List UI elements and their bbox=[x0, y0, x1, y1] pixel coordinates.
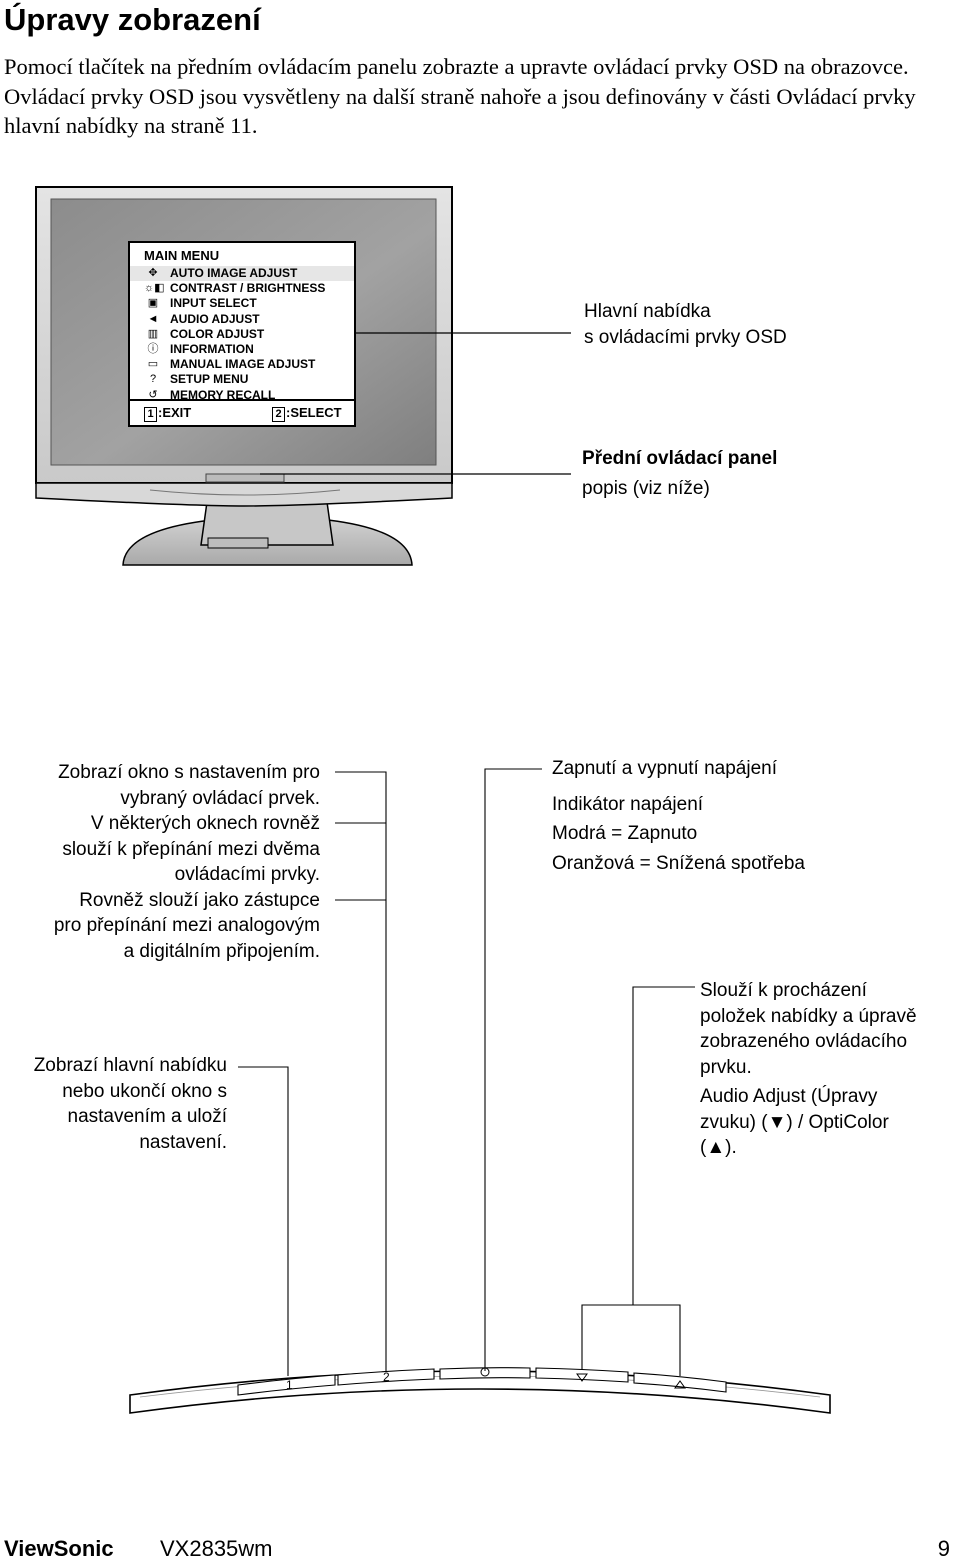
osd-item-manual-image-adjust[interactable]: ▭ MANUAL IMAGE ADJUST bbox=[130, 357, 354, 372]
osd-select-hint: 2:SELECT bbox=[272, 405, 342, 422]
callout-power-info-line: Indikátor napájení bbox=[552, 793, 704, 815]
callout-button-2: Zobrazí okno s nastavením pro vybraný ov… bbox=[10, 760, 320, 964]
callout-power-info-line: Oranžová = Snížená spotřeba bbox=[552, 852, 805, 874]
callout-button-1-line: Zobrazí hlavní nabídku bbox=[33, 1055, 227, 1076]
callout-button-1-line: nastavení. bbox=[139, 1131, 227, 1153]
osd-item-information[interactable]: ⓘ INFORMATION bbox=[130, 342, 354, 357]
osd-item-label: AUTO IMAGE ADJUST bbox=[170, 266, 298, 280]
osd-main-menu: MAIN MENU ✥ AUTO IMAGE ADJUST ☼◧ CONTRAS… bbox=[128, 241, 356, 427]
osd-exit-hint: 1:EXIT bbox=[144, 405, 191, 422]
osd-menu-list: ✥ AUTO IMAGE ADJUST ☼◧ CONTRAST / BRIGHT… bbox=[130, 266, 354, 403]
osd-item-audio-adjust[interactable]: ◄ AUDIO ADJUST bbox=[130, 312, 354, 327]
footer-model: VX2835wm bbox=[160, 1536, 273, 1561]
up-arrow-icon bbox=[674, 1380, 686, 1389]
callout-front-panel-line2: popis (viz níže) bbox=[582, 477, 710, 499]
osd-select-label: :SELECT bbox=[286, 405, 342, 420]
power-button[interactable] bbox=[439, 1366, 531, 1380]
crosshair-icon: ✥ bbox=[148, 267, 158, 279]
callout-front-panel-heading: Přední ovládací panel bbox=[582, 446, 777, 472]
osd-item-contrast-brightness[interactable]: ☼◧ CONTRAST / BRIGHTNESS bbox=[130, 281, 354, 296]
osd-item-setup-menu[interactable]: ? SETUP MENU bbox=[130, 372, 354, 387]
callout-button-2-line: slouží k přepínání mezi dvěma bbox=[62, 838, 320, 860]
leader-lines bbox=[238, 768, 695, 1376]
callout-button-2-line: ovládacími prvky. bbox=[174, 864, 320, 885]
callout-power-title: Zapnutí a vypnutí napájení bbox=[552, 758, 777, 779]
osd-item-label: AUDIO ADJUST bbox=[170, 311, 260, 326]
up-arrow-button[interactable] bbox=[633, 1372, 727, 1393]
color-bars-icon: ▥ bbox=[147, 327, 159, 340]
key-2-icon: 2 bbox=[272, 407, 285, 422]
callout-button-2-line: a digitálním připojením. bbox=[123, 940, 320, 962]
osd-item-label: MANUAL IMAGE ADJUST bbox=[170, 357, 316, 372]
page-title: Úpravy zobrazení bbox=[4, 2, 261, 37]
osd-item-label: CONTRAST / BRIGHTNESS bbox=[170, 281, 326, 296]
sun-contrast-icon: ☼◧ bbox=[144, 282, 165, 295]
callout-button-2-line: V některých oknech rovněž bbox=[90, 813, 320, 834]
callout-arrows-line: zvuku) (▼) / OptiColor bbox=[700, 1111, 889, 1133]
callout-arrows-line: prvku. bbox=[700, 1056, 752, 1078]
panel-button-1-label: 1 bbox=[286, 1378, 293, 1392]
page-number: 9 bbox=[937, 1536, 950, 1561]
osd-item-label: COLOR ADJUST bbox=[170, 326, 265, 341]
callout-arrows: Slouží k procházení položek nabídky a úp… bbox=[700, 978, 917, 1161]
callout-arrows-line: (▲). bbox=[700, 1137, 737, 1158]
osd-item-label: MEMORY RECALL bbox=[170, 387, 276, 402]
callout-button-1: Zobrazí hlavní nabídku nebo ukončí okno … bbox=[4, 1053, 227, 1155]
callout-button-2-line: Rovněž slouží jako zástupce bbox=[79, 889, 320, 911]
down-arrow-button[interactable] bbox=[535, 1367, 629, 1383]
osd-item-memory-recall[interactable]: ↺ MEMORY RECALL bbox=[130, 388, 354, 403]
panel-button-2-label: 2 bbox=[383, 1370, 390, 1384]
front-control-panel: 1 2 bbox=[129, 1366, 831, 1414]
callout-front-panel-letter: P bbox=[582, 448, 595, 469]
callout-front-panel: Přední ovládací panel popis (viz níže) bbox=[582, 446, 777, 501]
recall-icon: ↺ bbox=[148, 388, 158, 401]
input-icon: ▣ bbox=[147, 297, 159, 310]
callout-arrows-line: Audio Adjust (Úpravy bbox=[700, 1086, 878, 1107]
callout-main-menu-line1: Hlavní nabídka bbox=[584, 301, 711, 322]
key-1-icon: 1 bbox=[144, 407, 157, 422]
osd-item-label: INFORMATION bbox=[170, 341, 254, 356]
callout-power: Zapnutí a vypnutí napájení Indikátor nap… bbox=[552, 756, 805, 876]
footer-brand: ViewSonic bbox=[4, 1536, 114, 1561]
question-icon: ? bbox=[149, 373, 157, 386]
osd-item-input-select[interactable]: ▣ INPUT SELECT bbox=[130, 296, 354, 311]
osd-title: MAIN MENU bbox=[144, 248, 220, 263]
callout-arrows-line: zobrazeného ovládacího bbox=[700, 1031, 908, 1052]
callout-button-1-line: nebo ukončí okno s bbox=[62, 1080, 227, 1102]
callout-button-1-line: nastavením a uloží bbox=[67, 1106, 227, 1127]
panel-button-2[interactable]: 2 bbox=[337, 1368, 435, 1386]
callout-arrows-line: Slouží k procházení bbox=[700, 980, 867, 1001]
callout-button-2-line: Zobrazí okno s nastavením pro bbox=[58, 762, 320, 783]
callout-main-menu: Hlavní nabídka s ovládacími prvky OSD bbox=[584, 299, 787, 350]
callout-button-2-line: vybraný ovládací prvek. bbox=[120, 787, 320, 809]
down-arrow-icon bbox=[576, 1373, 588, 1382]
osd-exit-label: :EXIT bbox=[158, 405, 192, 420]
intro-paragraph: Pomocí tlačítek na předním ovládacím pan… bbox=[4, 54, 916, 138]
callout-arrows-line: položek nabídky a úpravě bbox=[700, 1005, 917, 1027]
monitor-adjust-icon: ▭ bbox=[147, 358, 159, 371]
callout-front-panel-rest: řední ovládací panel bbox=[594, 448, 778, 469]
callout-power-info-line: Modrá = Zapnuto bbox=[552, 823, 698, 844]
info-icon: ⓘ bbox=[147, 342, 159, 355]
osd-footer: 1:EXIT 2:SELECT bbox=[130, 399, 354, 425]
osd-item-label: INPUT SELECT bbox=[170, 296, 257, 311]
osd-item-color-adjust[interactable]: ▥ COLOR ADJUST bbox=[130, 327, 354, 342]
osd-item-label: SETUP MENU bbox=[170, 372, 249, 387]
osd-item-auto-image-adjust[interactable]: ✥ AUTO IMAGE ADJUST bbox=[130, 266, 354, 282]
callout-button-2-line: pro přepínání mezi analogovým bbox=[53, 915, 320, 936]
panel-button-1[interactable]: 1 bbox=[237, 1374, 336, 1396]
speaker-icon: ◄ bbox=[147, 312, 159, 325]
callout-main-menu-line2: s ovládacími prvky OSD bbox=[584, 326, 787, 348]
